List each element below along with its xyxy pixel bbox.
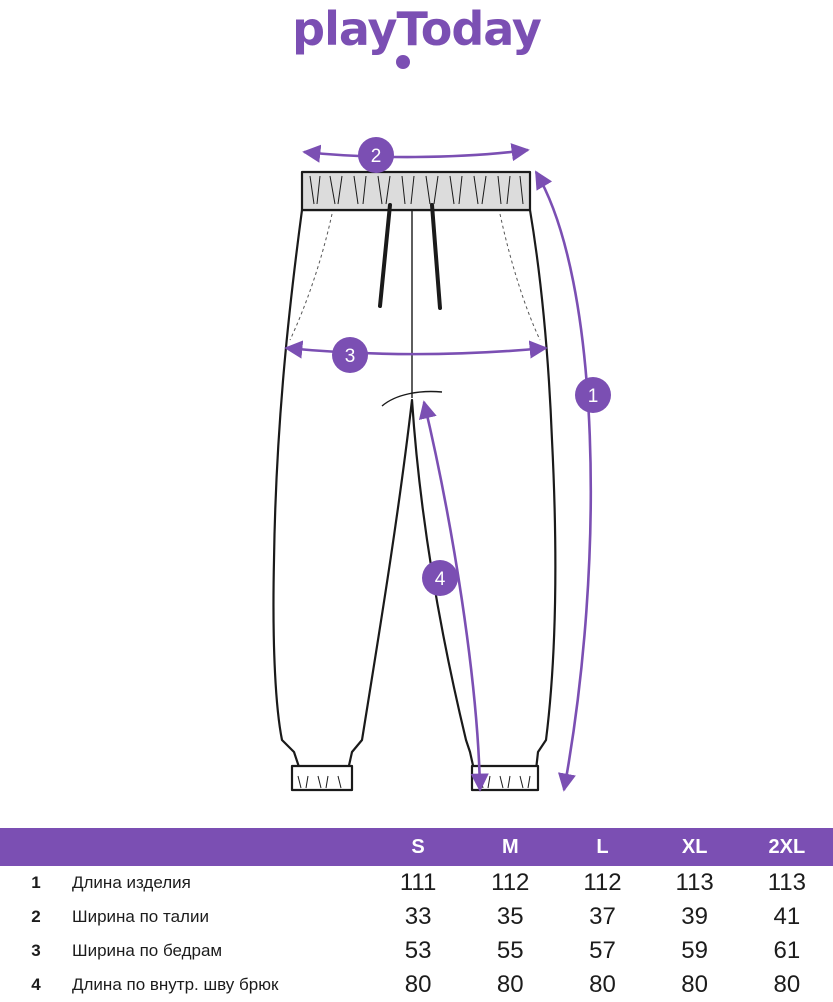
value-xl: 59 — [681, 937, 708, 964]
svg-text:1: 1 — [588, 386, 599, 407]
header-size-l: L — [596, 835, 609, 858]
pants-outline — [272, 170, 557, 792]
size-header-row: S M L XL 2XL — [0, 828, 833, 866]
value-s: 111 — [399, 869, 437, 896]
value-l: 80 — [589, 971, 616, 998]
value-s: 80 — [404, 971, 432, 998]
row-number: 1 — [31, 873, 41, 892]
marker-3: 3 — [332, 337, 368, 373]
value-l: 57 — [589, 937, 616, 964]
row-number: 4 — [31, 975, 41, 994]
arrow-4-inseam — [418, 400, 489, 792]
logo-dot-icon — [396, 55, 410, 69]
arrow-1-length — [534, 170, 593, 792]
value-xl: 39 — [681, 903, 708, 930]
value-2xl: 41 — [773, 903, 801, 930]
table-row: 1 Длина изделия 111 112 112 113 113 — [0, 866, 833, 900]
header-size-s: S — [411, 835, 425, 858]
left-drawstring — [378, 203, 392, 308]
marker-2: 2 — [358, 137, 394, 173]
value-l: 112 — [583, 869, 622, 896]
value-xl: 80 — [681, 971, 708, 998]
pants-measurement-diagram: 2 3 1 4 — [272, 137, 611, 792]
svg-text:2: 2 — [371, 146, 382, 167]
logo-text: playToday — [292, 2, 542, 56]
arrow-3-hip — [284, 340, 548, 359]
table-row: 4 Длина по внутр. шву брюк 80 80 80 80 8… — [0, 968, 833, 1002]
pants-details — [289, 203, 541, 407]
header-size-2xl: 2XL — [768, 835, 806, 858]
table-row: 3 Ширина по бедрам 53 55 57 59 61 — [0, 934, 833, 968]
value-m: 35 — [496, 903, 524, 930]
waistband — [300, 170, 532, 212]
value-m: 55 — [496, 937, 524, 964]
row-measure-name: Ширина по талии — [72, 907, 209, 926]
table-row: 2 Ширина по талии 33 35 37 39 41 — [0, 900, 833, 934]
header-size-xl: XL — [681, 835, 708, 858]
left-cuff — [290, 764, 354, 792]
header-num — [0, 828, 72, 866]
value-s: 33 — [404, 903, 432, 930]
value-2xl: 61 — [773, 937, 801, 964]
value-s: 53 — [404, 937, 432, 964]
value-xl: 113 — [675, 869, 714, 896]
measurement-arrows — [284, 143, 593, 792]
marker-1: 1 — [575, 377, 611, 413]
svg-text:3: 3 — [345, 346, 356, 367]
value-m: 80 — [496, 971, 524, 998]
right-drawstring — [430, 203, 442, 310]
row-measure-name: Длина изделия — [72, 873, 191, 892]
row-measure-name: Длина по внутр. шву брюк — [72, 975, 279, 994]
left-pocket-stitch — [289, 213, 333, 341]
header-name — [72, 828, 372, 866]
value-l: 37 — [589, 903, 616, 930]
value-m: 112 — [491, 869, 530, 896]
waistband-gathers — [297, 175, 531, 789]
header-size-m: M — [501, 835, 519, 858]
arrow-2-waist — [302, 143, 530, 163]
crotch-curve — [381, 390, 443, 407]
row-measure-name: Ширина по бедрам — [72, 941, 223, 960]
brand-logo: playToday — [0, 0, 833, 80]
row-number: 2 — [31, 907, 41, 926]
value-2xl: 80 — [773, 971, 801, 998]
size-table: S M L XL 2XL 1 Длина изделия 111 112 112… — [0, 828, 833, 1002]
row-number: 3 — [31, 941, 41, 960]
svg-text:4: 4 — [435, 569, 446, 590]
pants-body — [272, 208, 557, 772]
value-2xl: 113 — [767, 869, 806, 896]
marker-4: 4 — [422, 560, 458, 596]
